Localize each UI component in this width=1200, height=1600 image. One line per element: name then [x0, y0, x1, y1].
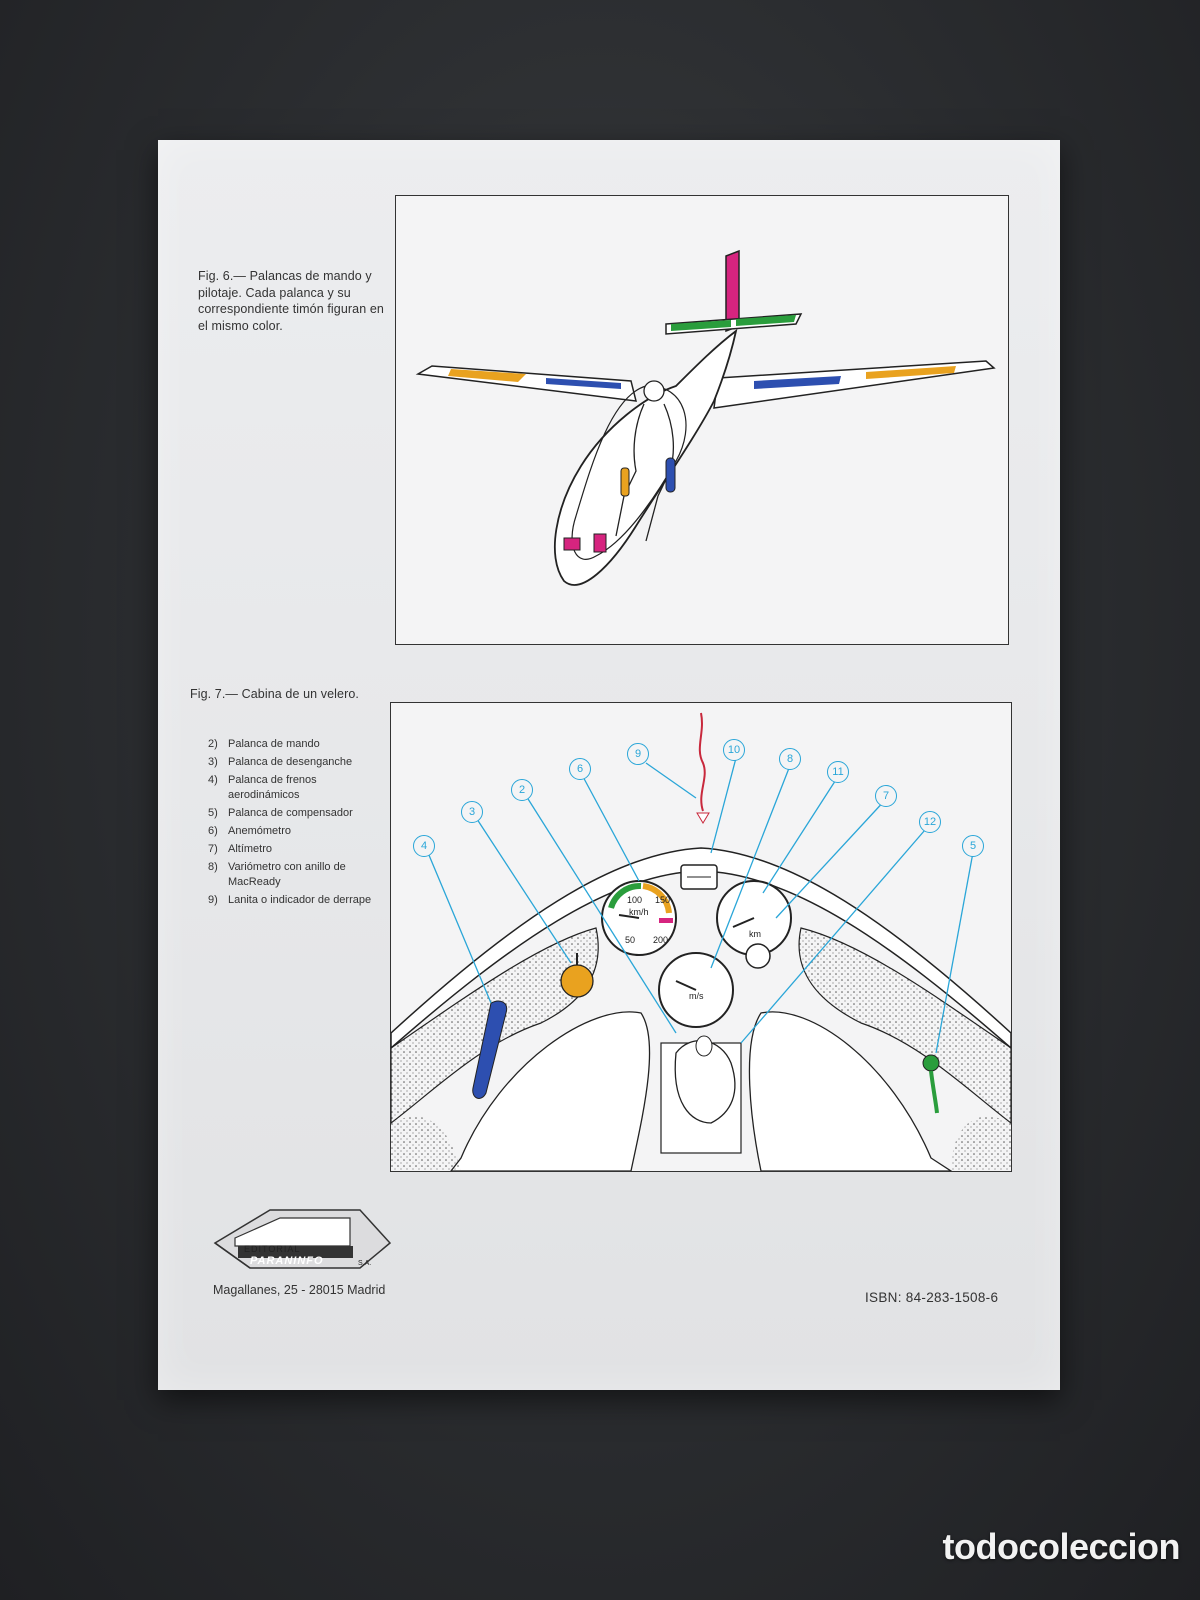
callout-11: 11: [827, 761, 849, 783]
callout-2: 2: [511, 779, 533, 801]
elevator-right: [736, 315, 796, 326]
legend-item: 2)Palanca de mando: [208, 738, 320, 750]
callout-12: 12: [919, 811, 941, 833]
right-knee: [748, 1011, 953, 1171]
fig6-illustration: [395, 195, 1009, 645]
pilot-head: [643, 380, 665, 402]
legend-item: 9)Lanita o indicador de derrape: [208, 894, 372, 906]
legend-item: 7)Altímetro: [208, 843, 273, 855]
publisher-address: Magallanes, 25 - 28015 Madrid: [213, 1283, 386, 1297]
pedal-left: [563, 537, 581, 551]
callout-10: 10: [723, 739, 745, 761]
fuselage: [553, 328, 738, 586]
pedal-right: [593, 533, 607, 553]
speed-mark-100: 100: [627, 895, 642, 905]
callout-3: 3: [461, 801, 483, 823]
speed-mark-200: 200: [653, 935, 668, 945]
left-airbrake: [546, 378, 621, 389]
speed-mark-150: 150: [655, 895, 670, 905]
legend-item: 5)Palanca de compensador: [208, 807, 353, 819]
fig7-caption: Fig. 7.— Cabina de un velero.: [190, 687, 359, 701]
book-back-cover: Fig. 6.— Palancas de mando y pilotaje. C…: [158, 140, 1060, 1390]
yaw-string-arrow: [696, 812, 710, 824]
fig7-legend: 2)Palanca de mando 3)Palanca de desengan…: [208, 737, 378, 911]
callout-5: 5: [962, 835, 984, 857]
publisher-logo: EDITORIAL PARANINFO S.A.: [210, 1198, 395, 1278]
release-knob: [560, 964, 594, 998]
legend-item: 6)Anemómetro: [208, 825, 291, 837]
callout-6: 6: [569, 758, 591, 780]
callout-8: 8: [779, 748, 801, 770]
speed-unit: km/h: [629, 907, 649, 917]
vario-unit: m/s: [689, 991, 704, 1001]
callout-4: 4: [413, 835, 435, 857]
fig6-caption: Fig. 6.— Palancas de mando y pilotaje. C…: [198, 269, 384, 333]
trim-knob: [922, 1054, 940, 1072]
logo-paraninfo: PARANINFO: [250, 1255, 324, 1267]
speed-mark-50: 50: [625, 935, 635, 945]
isbn: ISBN: 84-283-1508-6: [865, 1290, 999, 1305]
red-mark: [659, 918, 673, 923]
airbrake-lever: [665, 457, 676, 493]
logo-editorial: EDITORIAL: [244, 1244, 301, 1254]
right-airbrake: [754, 376, 841, 389]
elevator-left: [671, 320, 731, 331]
trim-lever: [929, 1070, 939, 1114]
cockpit-drawing: 100 150 50 200 km/h km m/s: [391, 712, 1011, 1171]
callout-9: 9: [627, 743, 649, 765]
right-console: [798, 927, 1011, 1124]
legend-item: 4)Palanca de frenos aerodinámicos: [208, 774, 317, 801]
canopy-frame: [391, 847, 1011, 1049]
airbrake-lever: [472, 1000, 508, 1099]
legend-item: 3)Palanca de desenganche: [208, 756, 353, 768]
control-stick: [620, 467, 630, 497]
fig7-illustration: 100 150 50 200 km/h km m/s: [390, 702, 1012, 1172]
floor-left: [391, 1116, 461, 1171]
glider-drawing: [415, 249, 996, 586]
left-aileron: [448, 369, 526, 382]
altimeter-knob: [745, 943, 771, 969]
altimeter-unit: km: [749, 929, 761, 939]
callout-7: 7: [875, 785, 897, 807]
right-aileron: [866, 366, 956, 379]
stick-grip: [695, 1035, 713, 1057]
callout-lines: [425, 757, 975, 1054]
left-knee: [450, 1011, 651, 1171]
yellow-arc: [642, 883, 672, 914]
yaw-string: [698, 712, 706, 812]
logo-suffix: S.A.: [358, 1260, 372, 1267]
legend-item: 8)Variómetro con anillo de MacReady: [208, 861, 346, 888]
green-arc: [608, 883, 642, 909]
watermark: todocoleccion: [942, 1526, 1180, 1567]
floor-right: [951, 1116, 1011, 1171]
canopy: [571, 385, 687, 560]
